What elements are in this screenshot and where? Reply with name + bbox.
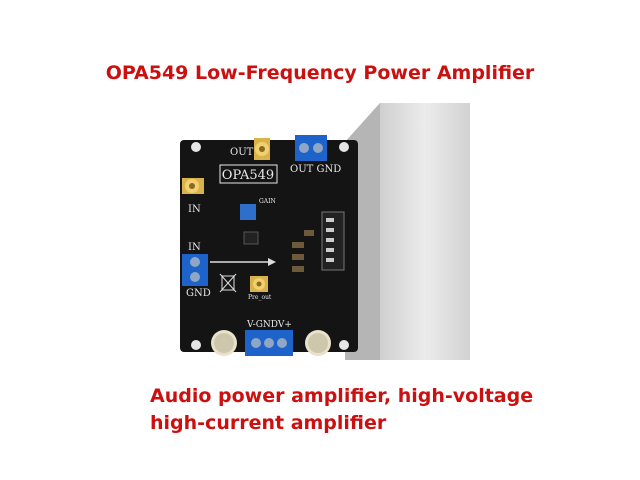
electrolytic-capacitor	[211, 330, 237, 356]
gain-potentiometer	[240, 204, 256, 220]
out-sma-connector	[254, 138, 270, 160]
in-terminal-block	[182, 254, 208, 286]
in-label-top: IN	[188, 204, 201, 215]
subtitle-line-2: high-current amplifier	[150, 412, 387, 434]
mounting-hole	[191, 142, 201, 152]
ic-chip	[243, 231, 259, 245]
subtitle-text: Audio power amplifier, high-voltage high…	[150, 383, 610, 437]
out-gnd-label: OUT GND	[290, 164, 341, 175]
power-terminal-block	[245, 330, 293, 356]
signal-arrow-head	[268, 258, 276, 266]
chip-label-box	[219, 164, 278, 184]
heatsink	[345, 103, 470, 360]
smd-component	[292, 242, 304, 248]
smd-component	[292, 254, 304, 260]
pre-out-label: Pre_out	[248, 294, 272, 301]
smd-component	[292, 266, 304, 272]
weee-bin-icon	[219, 273, 237, 293]
subtitle-line-1: Audio power amplifier, high-voltage	[150, 385, 534, 407]
mounting-hole	[339, 340, 349, 350]
title-text: OPA549 Low-Frequency Power Amplifier	[105, 62, 535, 84]
gnd-label-left: GND	[186, 288, 211, 299]
in-label-left: IN	[188, 242, 201, 253]
chip-label: OPA549	[222, 168, 274, 183]
mounting-hole	[339, 142, 349, 152]
pcb-board	[180, 140, 358, 352]
electrolytic-capacitor	[305, 330, 331, 356]
smd-component	[304, 230, 314, 236]
out-label: OUT	[230, 147, 254, 158]
power-label: V-GNDV+	[246, 320, 292, 330]
opa549-pins	[321, 211, 345, 271]
out-terminal-block	[295, 135, 327, 161]
gain-label: GAIN	[259, 198, 276, 205]
in-sma-connector	[182, 178, 204, 194]
pre-out-sma-connector	[250, 276, 268, 292]
mounting-hole	[191, 340, 201, 350]
